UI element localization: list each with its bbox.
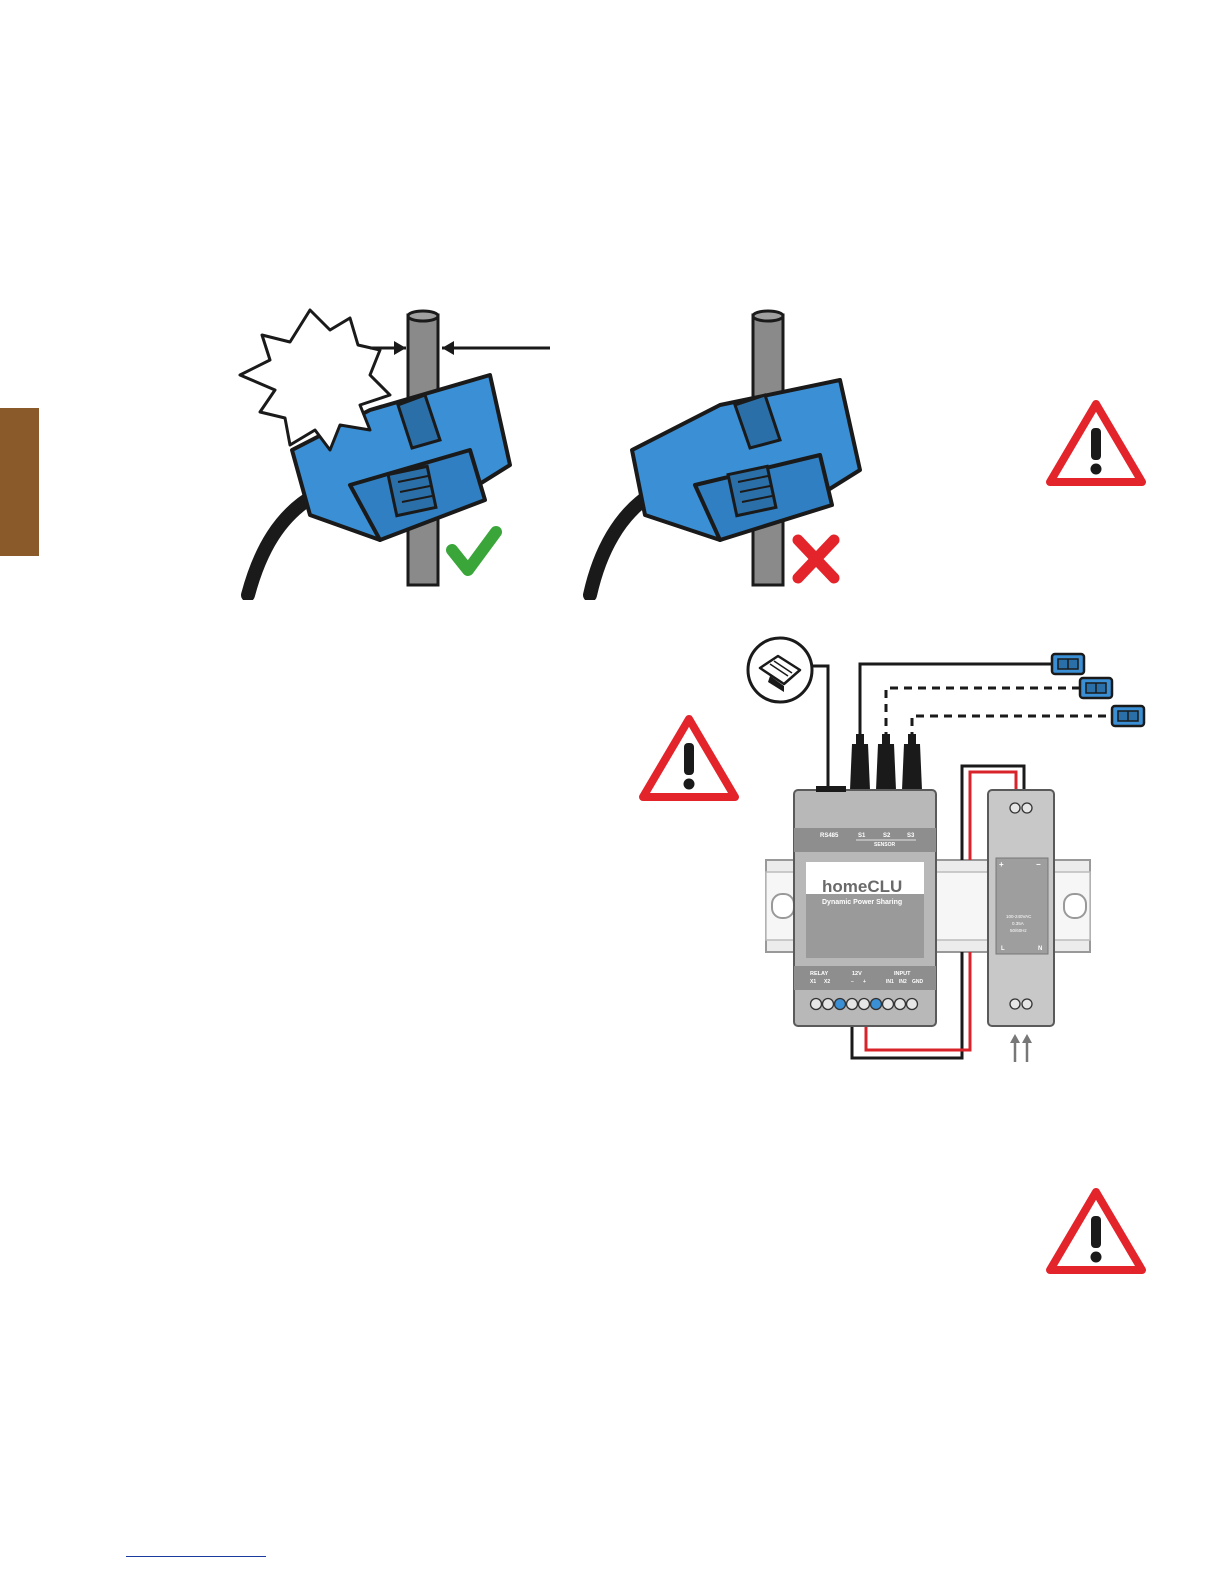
sensor-s1-label: S1 [858,833,866,839]
input-label: INPUT [894,971,911,977]
power-supply: + − 100-240VAC 0.35A 50/60Hz L N [988,790,1054,1026]
sensor-cable-s1 [860,664,1052,740]
sensor-s3-label: S3 [907,833,915,839]
ct-sensor-1 [1052,654,1084,674]
check-icon [452,532,496,570]
psu-spec-frequency: 50/60Hz [1010,928,1028,933]
warning-triangle-icon [638,713,740,803]
sensor-cable-left [248,495,315,595]
psu-minus: − [1036,860,1041,869]
device-terminals [811,999,918,1010]
sensor-cable-s3 [912,716,1108,740]
input-in2: IN2 [899,979,907,985]
brand-name: homeCLU [822,877,902,896]
clamp-wrong [590,311,860,595]
sensor-s2-label: S2 [883,833,891,839]
ct-sensor-2 [1080,678,1112,698]
warning-triangle-icon [1045,1186,1147,1276]
device-subtitle: Dynamic Power Sharing [822,899,902,906]
warning-triangle-icon [1045,398,1147,488]
ct-sensor-3 [1112,706,1144,726]
sensor-cable-right [590,495,650,595]
relay-x1: X1 [810,979,816,985]
psu-spec-voltage: 100-240VAC [1006,914,1032,919]
wiring-diagram: RS485 S1 S2 S3 SENSOR homeCLU Dynamic Po… [740,630,1150,1070]
sensor-cable-s2 [886,688,1080,740]
psu-plus: + [999,860,1004,869]
psu-n-label: N [1038,946,1042,952]
psu-spec-current: 0.35A [1012,921,1024,926]
mains-input-arrows-icon [1010,1034,1032,1062]
relay-label: RELAY [810,971,828,977]
rj45-connector-icon [748,638,812,702]
chapter-side-tab [0,408,39,556]
clamp-correct [240,310,550,595]
v12-minus: − [851,979,854,985]
rs485-label: RS485 [820,833,839,839]
v12-plus: + [863,979,866,985]
input-in1: IN1 [886,979,894,985]
clamp-illustration [220,300,900,600]
psu-l-label: L [1001,946,1005,952]
sensor-label: SENSOR [874,842,896,848]
sensor-plugs [850,734,922,790]
homeclu-device: RS485 S1 S2 S3 SENSOR homeCLU Dynamic Po… [794,786,936,1026]
v12-label: 12V [852,971,862,977]
click-starburst [240,310,390,450]
footer-rule [126,1556,266,1557]
input-gnd: GND [912,979,924,985]
relay-x2: X2 [824,979,830,985]
cross-icon [798,540,834,578]
